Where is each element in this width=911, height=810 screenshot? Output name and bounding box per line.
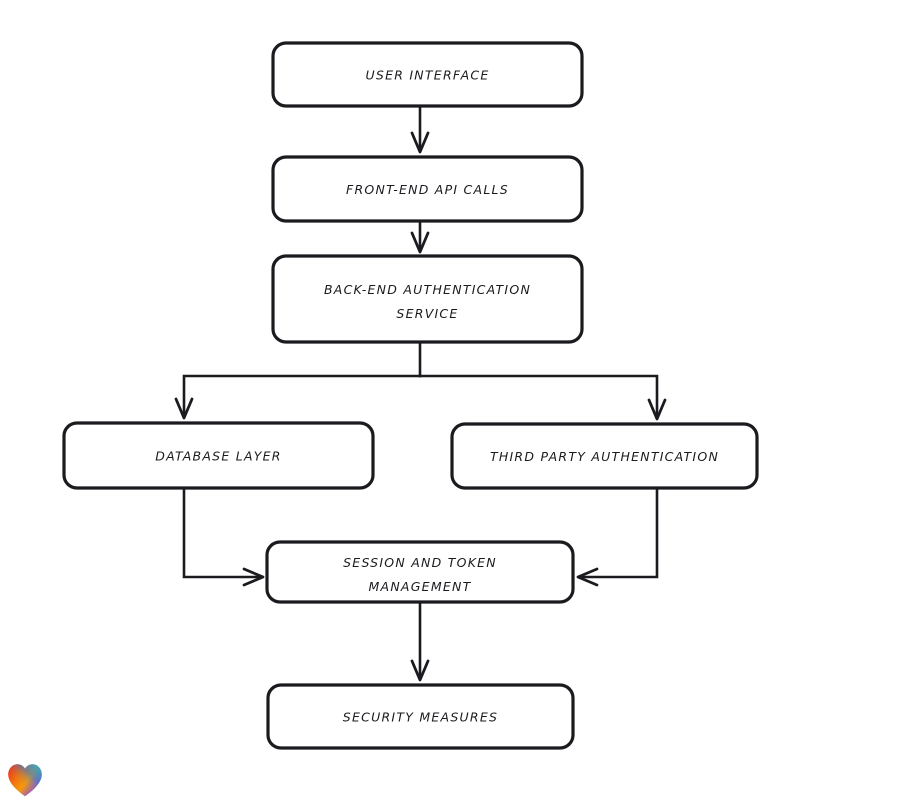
node-label-line-2: MANAGEMENT (369, 579, 472, 594)
node-label: SECURITY MEASURES (343, 710, 498, 725)
arrowhead-right-icon (242, 567, 265, 587)
node-label-line-1: SESSION AND TOKEN (343, 555, 497, 570)
node-third-party-authentication[interactable]: THIRD PARTY AUTHENTICATION (450, 422, 759, 490)
edge-line (182, 486, 263, 579)
node-label: FRONT-END API CALLS (346, 182, 509, 197)
edge-frontend-to-backend (410, 219, 430, 254)
node-label-line-2: SERVICE (396, 306, 458, 321)
heart-shape-overlay (8, 764, 42, 797)
node-box[interactable] (62, 421, 375, 490)
node-label: USER INTERFACE (365, 68, 489, 83)
arrowhead-left-icon (576, 567, 599, 587)
node-box[interactable] (450, 422, 759, 490)
node-box[interactable] (271, 254, 584, 344)
edge-ui-to-frontend (410, 104, 430, 154)
edge-thirdparty-to-session (576, 486, 659, 587)
node-back-end-authentication-service[interactable]: BACK-END AUTHENTICATION SERVICE (271, 254, 584, 344)
edge-database-to-session (182, 486, 265, 587)
node-security-measures[interactable]: SECURITY MEASURES (266, 683, 575, 750)
edge-line (418, 374, 659, 419)
edge-backend-to-database (174, 374, 422, 420)
edge-line (578, 486, 659, 579)
arrowhead-down-icon (410, 659, 430, 682)
node-session-and-token-management[interactable]: SESSION AND TOKEN MANAGEMENT (265, 540, 575, 604)
node-label: THIRD PARTY AUTHENTICATION (490, 449, 719, 464)
node-box[interactable] (271, 41, 584, 108)
heart-icon[interactable] (6, 762, 44, 798)
node-box[interactable] (266, 683, 575, 750)
node-label: DATABASE LAYER (155, 449, 281, 464)
node-user-interface[interactable]: USER INTERFACE (271, 41, 584, 108)
arrowhead-down-icon (410, 131, 430, 154)
arrowhead-down-icon (647, 398, 667, 421)
edge-backend-to-thirdparty (418, 374, 667, 421)
edge-line (182, 374, 422, 418)
edge-session-to-security (410, 600, 430, 682)
node-box[interactable] (265, 540, 575, 604)
node-front-end-api-calls[interactable]: FRONT-END API CALLS (271, 155, 584, 223)
arrowhead-down-icon (174, 397, 194, 420)
node-database-layer[interactable]: DATABASE LAYER (62, 421, 375, 490)
arrowhead-down-icon (410, 231, 430, 254)
node-box[interactable] (271, 155, 584, 223)
node-label-line-1: BACK-END AUTHENTICATION (324, 282, 531, 297)
